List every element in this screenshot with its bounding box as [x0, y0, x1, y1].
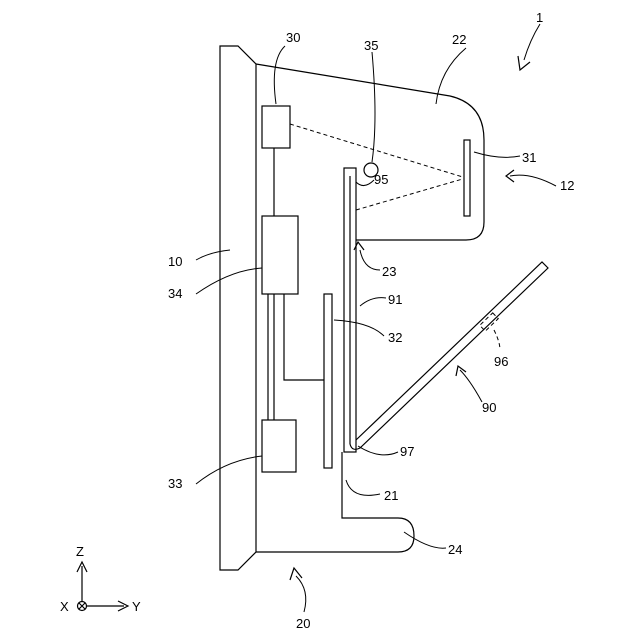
leader-33 — [196, 456, 262, 484]
label-34: 34 — [168, 286, 182, 301]
leader-22 — [436, 48, 466, 104]
leader-21 — [346, 480, 380, 495]
label-91: 91 — [388, 292, 402, 307]
upper-housing — [256, 64, 484, 240]
label-95: 95 — [374, 172, 388, 187]
base-plate — [220, 46, 256, 570]
leader-90 — [460, 370, 482, 402]
leader-35 — [372, 52, 375, 162]
card-90 — [350, 262, 548, 449]
leader-1-arrow — [518, 56, 530, 70]
label-20: 20 — [296, 616, 310, 631]
chip-96 — [480, 313, 499, 331]
leader-24 — [404, 532, 446, 548]
leader-20-arrow — [290, 568, 302, 580]
label-31: 31 — [522, 150, 536, 165]
leader-96 — [494, 330, 500, 350]
leader-30 — [274, 46, 285, 104]
leader-32 — [334, 320, 384, 336]
leader-95 — [356, 180, 374, 186]
label-23: 23 — [382, 264, 396, 279]
axis-z-label: Z — [76, 544, 84, 559]
label-90: 90 — [482, 400, 496, 415]
label-22: 22 — [452, 32, 466, 47]
label-96: 96 — [494, 354, 508, 369]
leader-10 — [196, 250, 230, 260]
module-33 — [262, 420, 296, 472]
leader-20 — [296, 576, 306, 612]
display-32 — [324, 294, 332, 468]
leader-97 — [358, 446, 398, 455]
mirror-31 — [464, 140, 470, 216]
label-97: 97 — [400, 444, 414, 459]
wire-to-display — [284, 294, 326, 380]
label-10: 10 — [168, 254, 182, 269]
label-1: 1 — [536, 10, 543, 25]
label-32: 32 — [388, 330, 402, 345]
label-21: 21 — [384, 488, 398, 503]
leader-1 — [524, 24, 540, 60]
leader-34 — [196, 268, 262, 294]
optical-path-lower — [356, 178, 466, 210]
label-24: 24 — [448, 542, 462, 557]
axis-y-label: Y — [132, 599, 141, 614]
label-12: 12 — [560, 178, 574, 193]
leader-91 — [360, 298, 386, 306]
leader-23 — [360, 250, 380, 270]
leader-31 — [474, 152, 520, 157]
label-30: 30 — [286, 30, 300, 45]
module-34 — [262, 216, 298, 294]
sensor-30 — [262, 106, 290, 148]
label-35: 35 — [364, 38, 378, 53]
leader-12 — [510, 175, 556, 186]
axis-x-label: X — [60, 599, 69, 614]
label-33: 33 — [168, 476, 182, 491]
